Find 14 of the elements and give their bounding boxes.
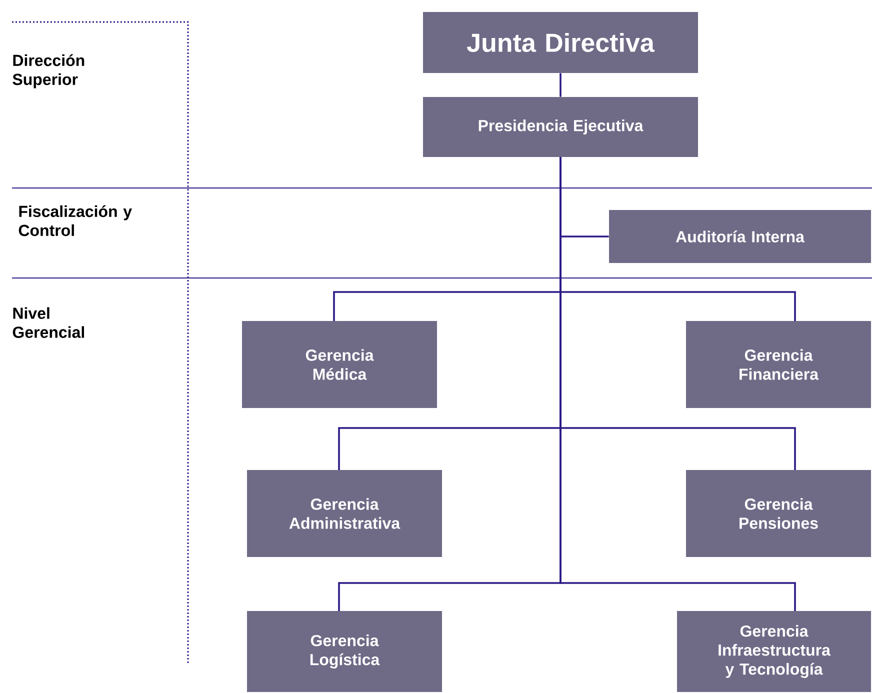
level-label: Dirección Superior (12, 54, 84, 88)
org-box: Auditoría Interna (609, 210, 872, 263)
level-label: Fiscalización y Control (18, 205, 132, 236)
org-box: Gerencia Logística (247, 611, 442, 692)
org-box: Gerencia Administrativa (247, 470, 442, 557)
org-box: Gerencia Pensiones (686, 470, 872, 557)
org-box: Gerencia Infraestructura y Tecnología (677, 611, 872, 692)
org-box: Gerencia Financiera (686, 321, 872, 408)
connector-line (560, 73, 562, 97)
org-box: Gerencia Médica (242, 321, 437, 408)
org-box: Junta Directiva (423, 12, 698, 73)
connector-line (560, 157, 796, 611)
org-box: Presidencia Ejecutiva (423, 97, 698, 157)
level-label: Nivel Gerencial (12, 307, 84, 338)
